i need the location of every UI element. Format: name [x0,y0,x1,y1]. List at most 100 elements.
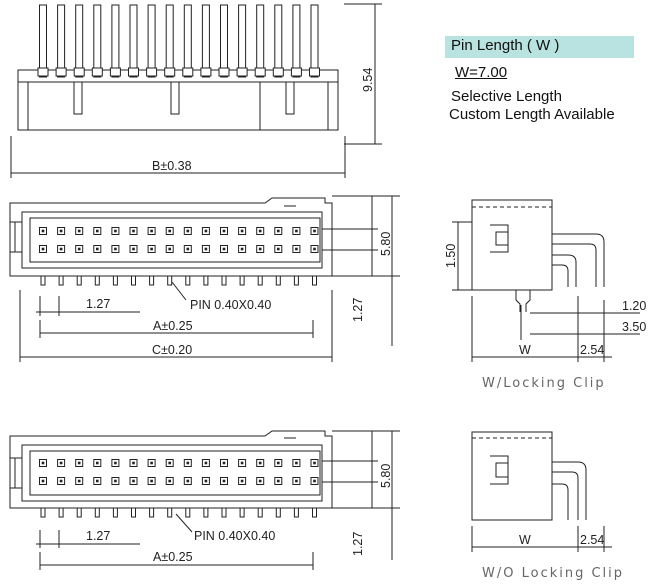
pin-shoulder [290,67,302,77]
pin-center [168,247,171,251]
pin-center [41,247,45,251]
pin-square [274,477,283,485]
pin-center [186,247,190,251]
pin [75,4,84,78]
pin-square [310,227,319,235]
dim-a-top: A±0.25 [153,319,193,333]
pin-square [39,245,47,253]
pin-square [75,245,84,253]
pin [147,4,156,78]
pin-square [310,459,319,467]
pin-center [150,247,153,251]
pin-square [238,245,247,253]
pin-square [39,459,47,467]
pin-shoulder [37,67,49,77]
pin-leg [94,275,100,286]
pin-center [313,479,316,483]
pin-square [111,459,120,467]
pin-center [186,479,190,483]
pin-square [75,227,84,235]
pin-square [93,459,102,467]
pin-center [204,229,208,233]
pin-leg [131,275,136,286]
pin-square [183,459,192,467]
pin-square [111,477,120,485]
pin-center [313,461,316,465]
pin [220,4,228,78]
pin-square [129,477,138,485]
pin-leg [221,275,227,286]
pin-shoulder [55,67,67,77]
dim-2-54-bot: 2.54 [580,533,604,547]
pin-leg [185,275,191,286]
pin-square [111,245,120,253]
selective-length-note: Selective Length [451,88,562,105]
pin [111,4,120,78]
pin-square [75,477,84,485]
pin-size-bot: PIN 0.40X0.40 [194,529,275,543]
pin-center [186,461,190,465]
pin-leg [275,507,281,518]
pin-square [292,477,301,485]
pin-shoulder [128,67,139,77]
pin-length-header [445,36,634,58]
dim-pitch-bot: 1.27 [86,529,110,543]
dim-c-top: C±0.20 [152,343,192,357]
pin-square [292,227,301,235]
pin [57,4,66,78]
pin-center [41,461,45,465]
pin-center [204,247,208,251]
post [285,81,295,115]
pin-square [201,227,210,235]
pin-leg [58,275,64,286]
pin-square [238,227,247,235]
dim-a-bot: A±0.25 [153,550,193,564]
pin-shoulder [109,67,121,77]
pin-square [165,477,174,485]
pin-center [222,479,226,483]
pin-leg [203,507,209,518]
custom-length-note: Custom Length Available [449,106,615,123]
pin-center [59,461,63,465]
pin-shoulder [236,67,248,77]
pin-square [39,227,47,235]
pin-square [274,227,283,235]
pin-leg [203,275,209,286]
pin-square [220,459,228,467]
pin-center [132,247,135,251]
pin-square [57,245,66,253]
pin-length-title: Pin Length ( W ) [451,37,560,54]
pin-square [129,245,138,253]
pin-square [256,459,265,467]
pin-square [183,227,192,235]
pin-center [258,479,262,483]
pin-shoulder [272,67,284,77]
pin-center [258,229,262,233]
pin-square [256,227,265,235]
pin-shoulder [164,67,176,77]
pin-square [238,459,247,467]
pin-center [295,479,298,483]
pin-center [277,461,280,465]
pin [39,4,47,78]
dim-b: B±0.38 [152,159,192,173]
pin-center [240,479,244,483]
pin-leg [112,507,118,518]
pin-center [222,247,226,251]
pin-square [220,227,228,235]
pin-square [93,245,102,253]
pin-square [57,477,66,485]
pin-leg [76,507,82,518]
pin-center [132,461,135,465]
pin [165,4,174,78]
caption-no-locking-clip: W/O Locking Clip [482,566,624,581]
pin-square [93,477,102,485]
pin-center [258,247,262,251]
pin-center [168,461,171,465]
dim-pitch-top: 1.27 [86,297,110,311]
pin-center [277,479,280,483]
pin-center [240,229,244,233]
pin-center [222,229,226,233]
pin-leg [40,507,46,518]
pin-center [96,247,99,251]
